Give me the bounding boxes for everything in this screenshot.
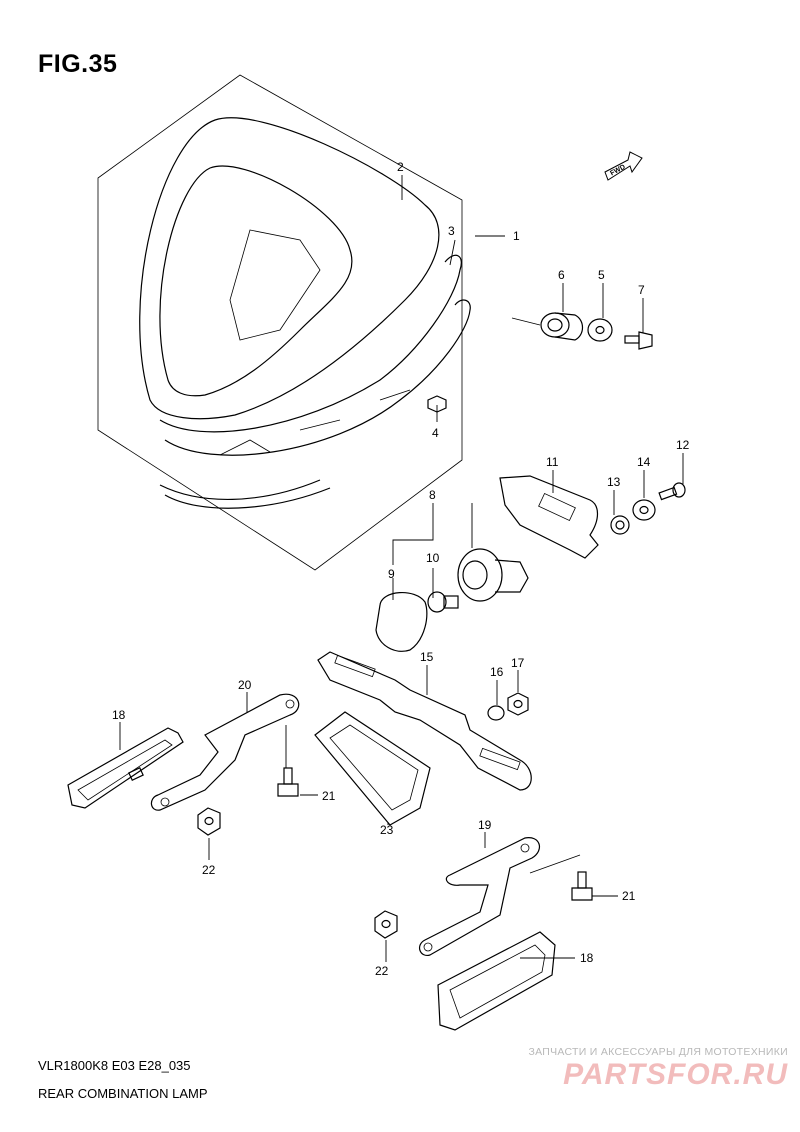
- bracket-15-part: [317, 651, 532, 791]
- nut-17-part: [507, 692, 529, 716]
- callout-20: 20: [238, 678, 252, 692]
- screw-21-left-part: [277, 767, 299, 797]
- watermark-tagline: ЗАПЧАСТИ И АКСЕССУАРЫ ДЛЯ МОТОТЕХНИКИ: [528, 1046, 788, 1058]
- bulb-part: [427, 591, 459, 613]
- callout-10: 10: [426, 551, 440, 565]
- reflector-18-right-part: [437, 931, 556, 1031]
- callout-23: 23: [380, 823, 394, 837]
- callout-22-left: 22: [202, 863, 216, 877]
- bracket-11-part: [499, 475, 599, 559]
- reflector-23-part: [314, 711, 431, 826]
- bracket-20-part: [150, 693, 300, 811]
- callout-17: 17: [511, 656, 525, 670]
- callout-15: 15: [420, 650, 434, 664]
- callout-6: 6: [558, 268, 565, 282]
- screw-part: [624, 331, 653, 350]
- fwd-label: FWD: [609, 164, 626, 178]
- callout-21-left: 21: [322, 789, 336, 803]
- callout-21-right: 21: [622, 889, 636, 903]
- watermark: ЗАПЧАСТИ И АКСЕССУАРЫ ДЛЯ МОТОТЕХНИКИ PA…: [528, 1046, 788, 1092]
- reflector-18-left-part: [67, 727, 184, 809]
- callout-13: 13: [607, 475, 621, 489]
- callout-18-right: 18: [580, 951, 594, 965]
- callout-3: 3: [448, 224, 455, 238]
- screw-21-right-part: [571, 871, 593, 901]
- model-code: VLR1800K8 E03 E28_035: [38, 1058, 191, 1073]
- washer-16-part: [487, 705, 505, 721]
- bracket-19-part: [418, 837, 541, 957]
- washer-14-part: [632, 499, 656, 521]
- callout-8: 8: [429, 488, 436, 502]
- figure-title: FIG.35: [38, 50, 118, 78]
- diagram-name: REAR COMBINATION LAMP: [38, 1086, 208, 1101]
- callout-4: 4: [432, 426, 439, 440]
- assembly-boundary: [97, 74, 463, 571]
- lens-part: [375, 591, 428, 652]
- screw-12-part: [658, 482, 686, 501]
- callout-12: 12: [676, 438, 690, 452]
- callout-9: 9: [388, 567, 395, 581]
- nut-22-left-part: [197, 807, 221, 836]
- callout-2: 2: [397, 160, 404, 174]
- watermark-logo: PARTSFOR.RU: [563, 1058, 788, 1091]
- forward-arrow: FWD: [604, 151, 643, 181]
- callout-numbers: 1 2 3 4 5 6 7 8 9 10 11 12 13 14 15 16 1…: [112, 160, 690, 978]
- callout-14: 14: [637, 455, 651, 469]
- callout-1: 1: [513, 229, 520, 243]
- callout-5: 5: [598, 268, 605, 282]
- callout-19: 19: [478, 818, 492, 832]
- grommet-part: [540, 312, 584, 341]
- collar-13-part: [610, 515, 630, 535]
- callout-22-right: 22: [375, 964, 389, 978]
- callout-7: 7: [638, 283, 645, 297]
- lamp-housing: [139, 117, 471, 509]
- nut-22-right-part: [374, 910, 398, 939]
- callout-11: 11: [546, 455, 559, 469]
- callout-18-left: 18: [112, 708, 126, 722]
- socket-part: [457, 548, 529, 602]
- callout-16: 16: [490, 665, 504, 679]
- washer-part: [587, 318, 613, 342]
- screw-4-part: [427, 395, 447, 413]
- leader-lines: [119, 175, 684, 962]
